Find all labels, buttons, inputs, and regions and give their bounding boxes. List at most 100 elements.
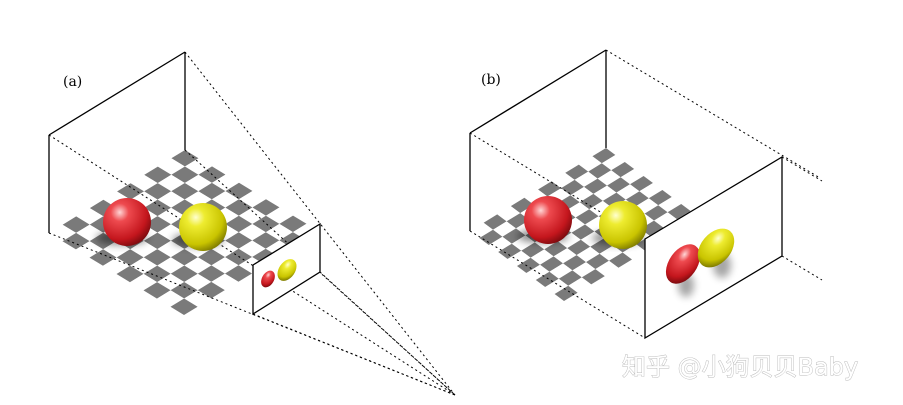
checker-tile [225,215,253,233]
checker-tile [498,243,522,259]
checker-tile [184,174,212,192]
checker-tile [601,155,625,171]
checker-tile [510,197,534,214]
checker-tile [143,232,171,250]
checker-tile [561,179,584,196]
checker-tile [549,263,573,279]
panel-a-projection-ray [252,313,456,396]
checker-tile [599,245,623,261]
checker-tile [116,265,144,283]
checker-tile [171,183,199,200]
checker-tile [540,256,563,272]
checker-tile [225,248,253,266]
panel-b-parallel-ray [469,230,646,339]
panel-b-projected-red [665,244,701,284]
checker-tile [157,224,185,241]
checker-tile [667,204,691,220]
checker-tile [184,257,212,274]
panel-a-projected-red [261,270,275,288]
checker-tile [622,244,646,260]
checker-tile [143,216,171,233]
checker-tile [567,239,591,256]
checker-tile [238,240,266,257]
checker-tile [252,199,280,216]
panel-a-red-sphere [103,198,151,246]
checker-tile [517,257,540,273]
checker-tile [130,273,158,291]
checker-tile [565,164,589,180]
panel-a-projection-ray [184,149,456,396]
checker-tile [479,229,503,245]
checker-tile [171,199,199,216]
checker-tile [568,277,592,293]
checker-tile [554,285,578,301]
checker-tile [535,271,559,287]
panel-a-label: (a) [63,74,82,90]
checker-tile [225,232,253,249]
panel-a-projected-yellow [277,259,297,281]
panel-b-parallel-ray [781,156,823,182]
checker-tile [607,177,630,193]
checker-tile [49,224,77,242]
checker-tile [198,182,226,200]
checker-tile [170,249,198,266]
checker-tile [576,246,600,263]
checker-tile [563,255,586,271]
checker-tile [648,190,672,206]
checker-tile [595,260,619,277]
checker-tile [116,249,144,266]
checker-tile [589,200,613,217]
checker-tile [211,257,239,274]
checker-tile [184,290,212,307]
checker-tile [584,178,607,194]
checker-tile [571,224,595,240]
checker-tile [157,240,185,258]
checker-tile [157,257,185,274]
checker-tile [545,278,569,294]
checker-tile [130,174,158,192]
checker-tile [157,174,185,192]
panel-b-yellow-sphere [599,201,647,249]
checker-tile [62,216,90,233]
checker-tile [521,242,545,258]
checker-tile [197,281,225,299]
checker-tile [572,262,596,278]
checker-tile [578,156,602,172]
checker-tile [279,215,307,233]
checker-tile [620,169,644,185]
checker-tile [658,197,682,213]
checker-tile [592,148,616,164]
watermark-text: 知乎 @小狗贝贝Baby [622,353,858,381]
checker-tile [611,162,635,178]
checker-tile [211,191,239,208]
checker-tile [130,257,158,274]
checker-tile [143,249,171,266]
checker-tile [557,232,581,249]
checker-tile [644,205,668,221]
checker-tile [593,185,617,201]
checker-tile [238,207,266,224]
panel-a-projection-ray [48,134,456,396]
checker-tile [558,270,582,286]
checker-tile [553,248,577,264]
panel-a-projection-ray [319,271,456,396]
checker-tile [238,191,266,208]
checker-tile [265,207,293,224]
panel-b-parallel-ray [605,49,821,179]
panel-a-box-edge [48,51,186,136]
checker-tile [570,186,594,203]
checker-tile [483,214,507,230]
checker-tile [225,199,253,216]
checker-tile [493,221,516,237]
panel-b-parallel-ray [781,255,823,281]
checker-tile [103,257,131,274]
checker-tile [62,232,90,250]
checker-tile [579,193,603,210]
panel-b-projected-yellow [697,228,735,268]
panel-b: (b) [469,49,823,340]
checker-tile [117,183,145,200]
checker-tile [609,252,632,268]
checker-tile [597,170,621,186]
checker-tile [586,253,609,270]
